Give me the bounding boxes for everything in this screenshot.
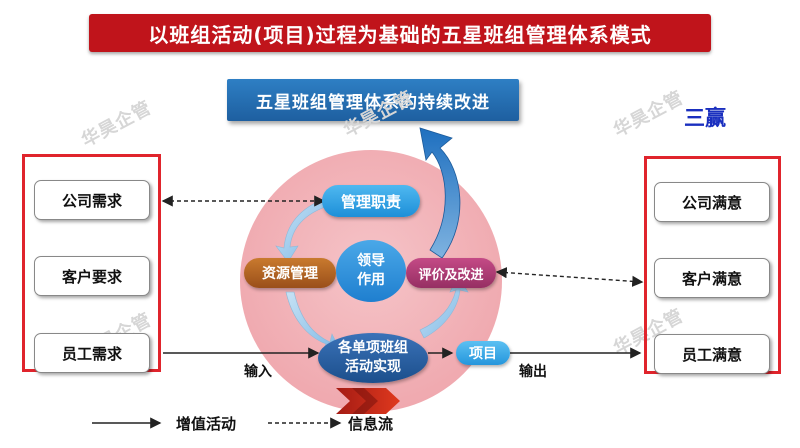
customer-requirement-box: 客户要求 bbox=[34, 256, 150, 296]
page-title: 以班组活动(项目)过程为基础的五星班组管理体系模式 bbox=[89, 14, 711, 52]
legend-info-flow: 信息流 bbox=[348, 415, 394, 433]
leadership-circle: 领导 作用 bbox=[336, 240, 406, 302]
continuous-improvement-box: 五星班组管理体系的持续改进 bbox=[227, 79, 519, 121]
employee-satisfied-box: 员工满意 bbox=[654, 334, 770, 374]
team-activity-ellipse: 各单项班组 活动实现 bbox=[318, 333, 428, 383]
company-satisfied-box: 公司满意 bbox=[654, 182, 770, 222]
project-pill: 项目 bbox=[456, 341, 510, 365]
leadership-line2: 作用 bbox=[357, 272, 385, 288]
resource-management-pill: 资源管理 bbox=[244, 258, 336, 288]
customer-satisfied-box: 客户满意 bbox=[654, 258, 770, 298]
input-label: 输入 bbox=[244, 364, 272, 380]
evaluation-improvement-pill: 评价及改进 bbox=[406, 258, 496, 288]
improvement-arrow bbox=[419, 127, 461, 259]
info-flow-right bbox=[495, 267, 644, 287]
legend-value-activity: 增值活动 bbox=[176, 415, 237, 433]
management-responsibility-pill: 管理职责 bbox=[322, 185, 420, 217]
output-label: 输出 bbox=[519, 364, 547, 380]
cycle-arrow-mgmt-to-resource bbox=[275, 197, 329, 263]
activity-line1: 各单项班组 bbox=[338, 340, 408, 356]
leadership-line1: 领导 bbox=[357, 253, 385, 269]
company-demand-box: 公司需求 bbox=[34, 180, 150, 220]
activity-line2: 活动实现 bbox=[345, 359, 401, 375]
employee-demand-box: 员工需求 bbox=[34, 333, 150, 373]
three-wins-label: 三赢 bbox=[684, 106, 726, 130]
